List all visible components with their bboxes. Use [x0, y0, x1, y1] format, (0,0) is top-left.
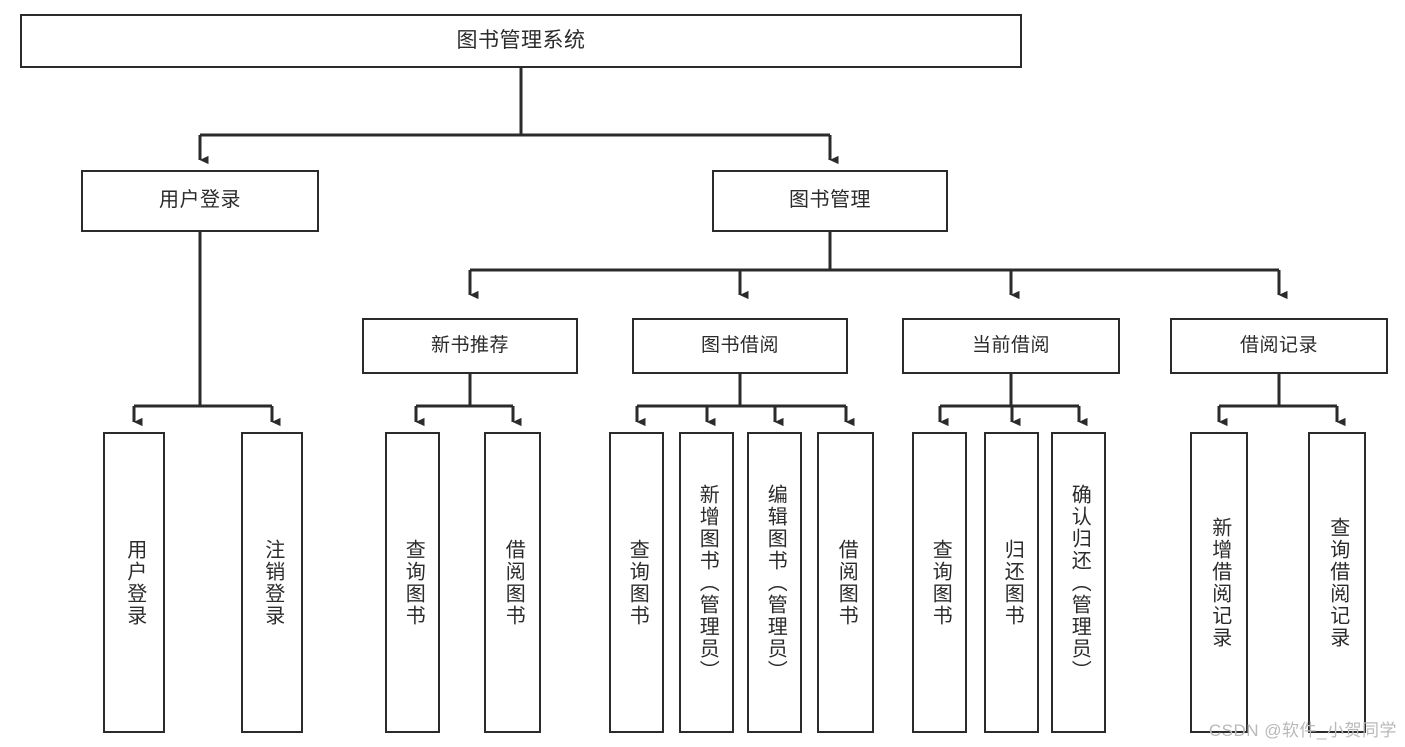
node-book-borrow-label: 图书借阅	[700, 334, 779, 356]
leaf-borrow-book-recommend[interactable]: 借阅图书	[484, 432, 541, 733]
leaf-user-logout-label: 注销登录	[261, 538, 284, 627]
leaf-query-book-current-label: 查询图书	[929, 538, 952, 627]
leaf-query-book-borrow-label: 查询图书	[626, 538, 649, 627]
leaf-query-book-current[interactable]: 查询图书	[912, 432, 967, 733]
leaf-add-borrow-record[interactable]: 新增借阅记录	[1190, 432, 1248, 733]
leaf-return-book[interactable]: 归还图书	[984, 432, 1039, 733]
node-book-management[interactable]: 图书管理	[712, 170, 948, 232]
csdn-watermark: CSDN @软件_小贺同学	[1208, 721, 1397, 740]
leaf-add-book-admin-label: 新增图书（管理员）	[696, 483, 719, 682]
node-borrow-records[interactable]: 借阅记录	[1170, 318, 1388, 374]
leaf-return-book-label: 归还图书	[1001, 538, 1024, 627]
leaf-borrow-book[interactable]: 借阅图书	[817, 432, 874, 733]
node-user-login-label: 用户登录	[159, 189, 241, 212]
leaf-user-login-label: 用户登录	[123, 538, 146, 627]
node-new-book-recommend-label: 新书推荐	[430, 334, 509, 356]
leaf-add-borrow-record-label: 新增借阅记录	[1208, 516, 1231, 649]
leaf-user-logout[interactable]: 注销登录	[241, 432, 303, 733]
leaf-query-book-recommend[interactable]: 查询图书	[385, 432, 440, 733]
node-root-label: 图书管理系统	[456, 28, 586, 52]
leaf-edit-book-admin-label: 编辑图书（管理员）	[764, 483, 787, 682]
leaf-query-book-borrow[interactable]: 查询图书	[609, 432, 664, 733]
node-borrow-records-label: 借阅记录	[1239, 334, 1318, 356]
leaf-confirm-return-admin[interactable]: 确认归还（管理员）	[1051, 432, 1106, 733]
node-user-login[interactable]: 用户登录	[81, 170, 319, 232]
leaf-edit-book-admin[interactable]: 编辑图书（管理员）	[747, 432, 802, 733]
leaf-borrow-book-recommend-label: 借阅图书	[502, 538, 525, 627]
leaf-borrow-book-label: 借阅图书	[835, 538, 858, 627]
leaf-query-borrow-record-label: 查询借阅记录	[1326, 516, 1349, 649]
node-root[interactable]: 图书管理系统	[20, 14, 1022, 68]
node-current-borrow[interactable]: 当前借阅	[902, 318, 1120, 374]
leaf-query-book-recommend-label: 查询图书	[402, 538, 425, 627]
node-book-borrow[interactable]: 图书借阅	[632, 318, 848, 374]
node-new-book-recommend[interactable]: 新书推荐	[362, 318, 578, 374]
leaf-add-book-admin[interactable]: 新增图书（管理员）	[679, 432, 734, 733]
leaf-confirm-return-admin-label: 确认归还（管理员）	[1068, 483, 1091, 682]
node-current-borrow-label: 当前借阅	[971, 334, 1050, 356]
leaf-query-borrow-record[interactable]: 查询借阅记录	[1308, 432, 1366, 733]
node-book-management-label: 图书管理	[789, 189, 871, 212]
leaf-user-login[interactable]: 用户登录	[103, 432, 165, 733]
